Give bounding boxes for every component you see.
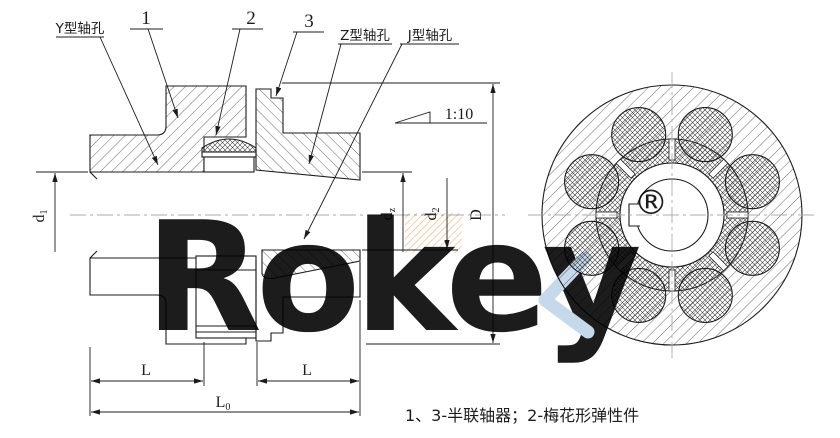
- callout-labels: Y型轴孔 1 2 3 Z型轴孔 J型轴孔 1:10: [55, 8, 474, 123]
- spider-base-plate: [201, 151, 257, 158]
- jaw-slots: [595, 138, 749, 292]
- dim-d1: d1: [31, 210, 50, 223]
- spider-dome-section: [201, 138, 257, 153]
- dimension-lines: [36, 82, 500, 416]
- watermark: Rokey ®: [145, 183, 668, 366]
- watermark-accent-swatch: [405, 213, 462, 253]
- dim-dz: dz: [379, 207, 398, 220]
- dim-L-right: L: [302, 362, 312, 379]
- label-part-1: 1: [141, 8, 151, 29]
- dim-D: D: [468, 209, 485, 221]
- right-hub-upper-section: [255, 88, 361, 181]
- label-j-bore: J型轴孔: [407, 28, 453, 44]
- right-hub-j-bore-section: [261, 249, 361, 280]
- spider-lobes: [564, 107, 780, 323]
- label-part-3: 3: [304, 11, 314, 32]
- bore-chamfer: [89, 171, 98, 259]
- callouts: [56, 28, 487, 240]
- keyway-fill: [629, 204, 640, 226]
- label-z-bore: Z型轴孔: [340, 28, 390, 44]
- left-hub-upper-section: [89, 85, 247, 173]
- dim-L0: L0: [216, 394, 231, 413]
- section-view: [89, 85, 361, 345]
- legend-note: 1、3-半联轴器；2-梅花形弹性件: [405, 406, 639, 425]
- center-sleeve-lower: [195, 255, 257, 339]
- label-part-2: 2: [246, 8, 256, 29]
- front-view-centerlines: [528, 72, 818, 358]
- dim-L-left: L: [141, 362, 151, 379]
- center-sleeve-upper: [203, 156, 255, 173]
- watermark-swoosh: [538, 251, 595, 339]
- right-hub-lower-outline: [255, 260, 361, 342]
- watermark-registered-icon: ®: [634, 183, 668, 223]
- label-taper-ratio: 1:10: [445, 106, 473, 123]
- label-y-bore: Y型轴孔: [55, 21, 105, 37]
